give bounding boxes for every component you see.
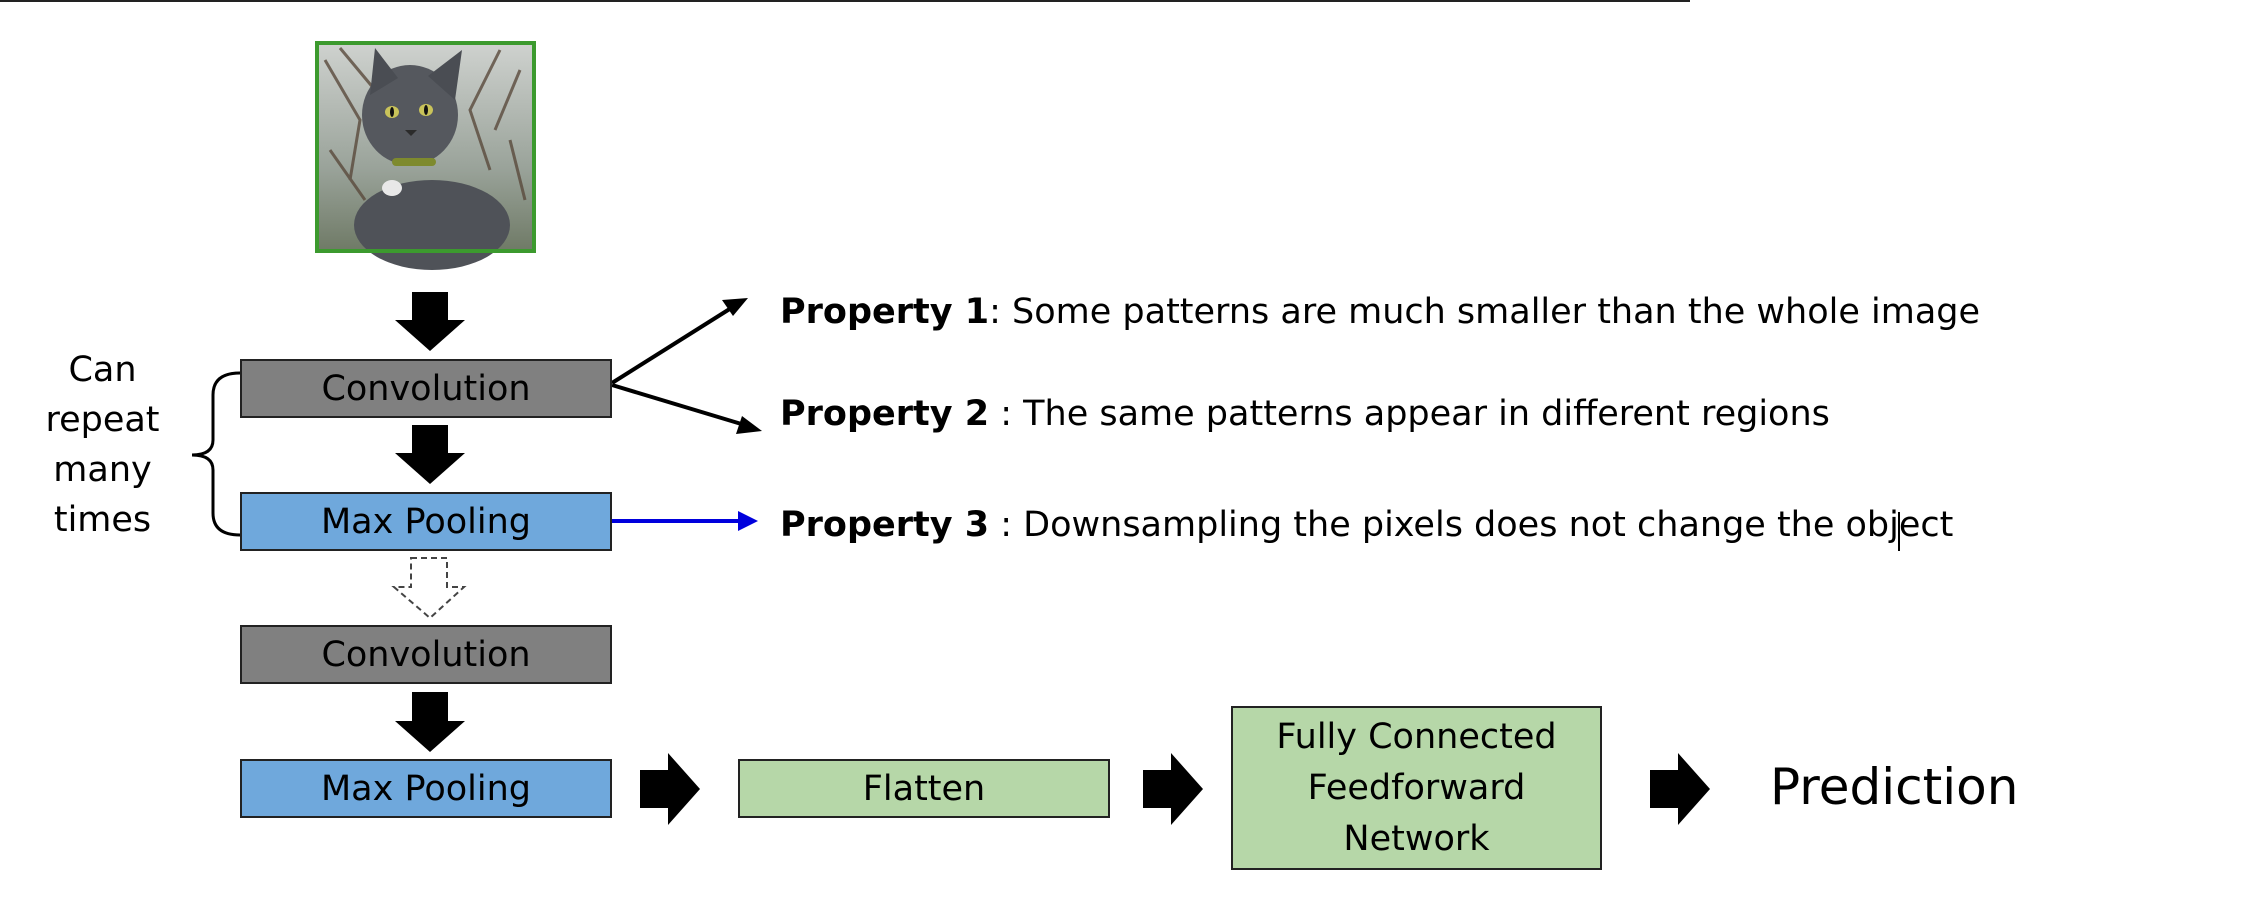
fc-line-1: Fully Connected <box>1276 716 1557 757</box>
property-1-text: : Some patterns are much smaller than th… <box>989 292 1981 332</box>
down-arrow-2 <box>395 425 465 484</box>
flatten-block: Flatten <box>738 759 1110 818</box>
right-arrow-1 <box>640 753 700 825</box>
right-arrow-2 <box>1143 753 1203 825</box>
prop2-arrow-head <box>736 416 762 434</box>
property-2: Property 2 : The same patterns appear in… <box>780 394 1830 434</box>
max-pooling-block-1: Max Pooling <box>240 492 612 551</box>
right-arrow-3 <box>1650 753 1710 825</box>
dashed-down-arrow <box>391 557 467 620</box>
fc-line-2: Feedforward <box>1307 767 1526 808</box>
property-1: Property 1: Some patterns are much small… <box>780 292 1980 332</box>
repeat-label-line-3: many <box>53 450 152 490</box>
repeat-label: Can repeat many times <box>40 345 165 545</box>
top-rule <box>0 0 1690 2</box>
repeat-label-line-2: repeat <box>45 400 160 440</box>
prediction-label: Prediction <box>1770 758 2019 816</box>
repeat-label-line-1: Can <box>68 350 137 390</box>
property-2-text: : The same patterns appear in different … <box>989 394 1830 434</box>
property-1-label: Property 1 <box>780 292 990 332</box>
fully-connected-block: Fully Connected Feedforward Network <box>1231 706 1602 870</box>
property-3-label: Property 3 <box>780 505 990 545</box>
max-pooling-block-2: Max Pooling <box>240 759 612 818</box>
fc-line-3: Network <box>1343 818 1490 859</box>
prop1-arrow-head <box>722 298 748 316</box>
down-arrow-3 <box>395 692 465 752</box>
prop3-arrow-head <box>738 511 758 531</box>
property-2-label: Property 2 <box>780 394 990 434</box>
convolution-block-1: Convolution <box>240 359 612 418</box>
down-arrow-1 <box>395 292 465 351</box>
property-3-text: : Downsampling the pixels does not chang… <box>989 505 1954 545</box>
repeat-label-line-4: times <box>53 500 152 540</box>
convolution-block-2: Convolution <box>240 625 612 684</box>
repeat-brace <box>191 371 241 537</box>
property-3: Property 3 : Downsampling the pixels doe… <box>780 505 1953 545</box>
